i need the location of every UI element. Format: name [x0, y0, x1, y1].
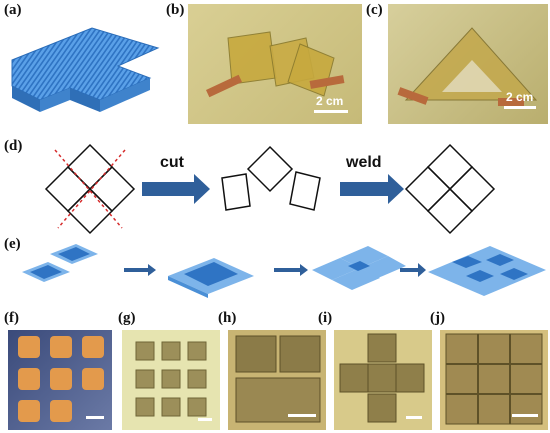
panel-label-c: (c): [366, 2, 383, 18]
panel-i-photo: [334, 330, 432, 430]
panel-label-g: (g): [118, 310, 136, 326]
panel-b-photo: 2 cm: [188, 4, 362, 124]
step-cut-label: cut: [160, 154, 184, 171]
arrow-e3: [400, 263, 426, 277]
scale-bar-b: [314, 110, 348, 113]
scale-bar-f: [86, 416, 104, 419]
panel-label-j: (j): [430, 310, 445, 326]
panel-f-photo: [8, 330, 112, 430]
scale-label-b: 2 cm: [316, 94, 344, 108]
panel-c-photo: 2 cm: [388, 4, 548, 124]
panel-label-a: (a): [4, 2, 22, 18]
panel-h-photo: [228, 330, 326, 430]
scale-bar-h: [288, 414, 316, 417]
scale-label-c: 2 cm: [506, 90, 534, 104]
arrow-weld: [340, 174, 404, 204]
scale-bar-i: [406, 416, 422, 419]
scale-bar-g: [198, 418, 212, 421]
panel-j-photo: [440, 330, 548, 430]
panel-g-photo: [122, 330, 220, 430]
panel-label-d: (d): [4, 138, 23, 154]
scale-bar-j: [512, 414, 538, 417]
arrow-e2: [274, 264, 308, 276]
step-weld-label: weld: [346, 154, 382, 171]
scale-bar-c: [504, 106, 536, 109]
arrow-e1: [124, 264, 156, 276]
panel-label-i: (i): [318, 310, 333, 326]
panel-label-h: (h): [218, 310, 237, 326]
arrow-cut: [142, 174, 210, 204]
panel-label-b: (b): [166, 2, 185, 18]
panel-label-e: (e): [4, 236, 21, 252]
panel-label-f: (f): [4, 310, 19, 326]
